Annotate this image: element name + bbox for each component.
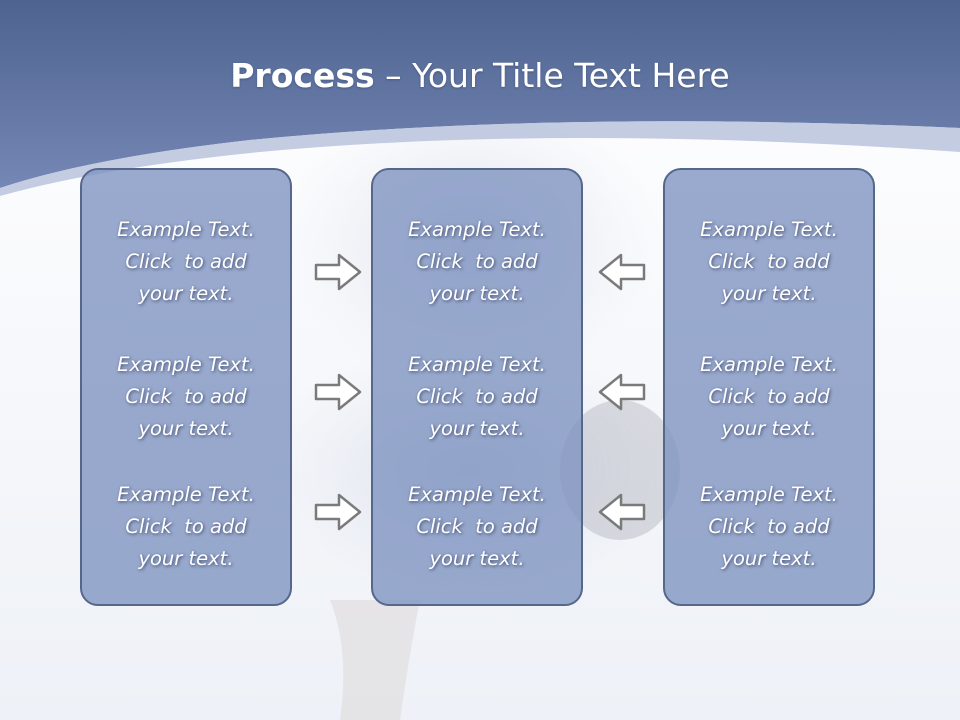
text-line: Click to add — [708, 250, 830, 273]
arrow-right-icon — [314, 373, 362, 411]
text-line: Click to add — [125, 515, 247, 538]
title-bold: Process — [230, 56, 375, 95]
text-line: Example Text. — [117, 483, 255, 506]
text-block[interactable]: Example Text. Click to add your text. — [373, 479, 581, 575]
text-block[interactable]: Example Text. Click to add your text. — [373, 214, 581, 310]
text-line: Click to add — [416, 515, 538, 538]
text-block[interactable]: Example Text. Click to add your text. — [82, 214, 290, 310]
text-line: Click to add — [125, 385, 247, 408]
text-line: your text. — [429, 282, 525, 305]
text-line: Example Text. — [408, 483, 546, 506]
arrow-left-icon — [598, 493, 646, 531]
text-block[interactable]: Example Text. Click to add your text. — [665, 349, 873, 445]
process-panel-right[interactable]: Example Text. Click to add your text. Ex… — [663, 168, 875, 606]
text-line: Example Text. — [700, 483, 838, 506]
text-line: your text. — [721, 547, 817, 570]
text-line: your text. — [138, 547, 234, 570]
arrow-left-icon — [598, 253, 646, 291]
text-line: Example Text. — [408, 353, 546, 376]
text-line: Click to add — [708, 385, 830, 408]
arrow-right-icon — [314, 253, 362, 291]
process-panel-middle[interactable]: Example Text. Click to add your text. Ex… — [371, 168, 583, 606]
text-block[interactable]: Example Text. Click to add your text. — [665, 214, 873, 310]
text-line: Click to add — [125, 250, 247, 273]
header-swoosh — [0, 121, 960, 196]
text-line: Example Text. — [117, 353, 255, 376]
title-rest: – Your Title Text Here — [374, 56, 730, 95]
text-line: Click to add — [708, 515, 830, 538]
text-line: Example Text. — [408, 218, 546, 241]
text-line: Click to add — [416, 250, 538, 273]
header-band — [0, 0, 960, 188]
text-line: Example Text. — [700, 353, 838, 376]
text-line: your text. — [138, 417, 234, 440]
text-block[interactable]: Example Text. Click to add your text. — [665, 479, 873, 575]
text-line: Example Text. — [117, 218, 255, 241]
text-line: your text. — [721, 417, 817, 440]
text-block[interactable]: Example Text. Click to add your text. — [373, 349, 581, 445]
text-line: your text. — [721, 282, 817, 305]
text-block[interactable]: Example Text. Click to add your text. — [82, 479, 290, 575]
text-line: your text. — [429, 547, 525, 570]
text-line: your text. — [138, 282, 234, 305]
text-line: Example Text. — [700, 218, 838, 241]
process-panel-left[interactable]: Example Text. Click to add your text. Ex… — [80, 168, 292, 606]
arrow-left-icon — [598, 373, 646, 411]
text-block[interactable]: Example Text. Click to add your text. — [82, 349, 290, 445]
arrow-right-icon — [314, 493, 362, 531]
text-line: your text. — [429, 417, 525, 440]
text-line: Click to add — [416, 385, 538, 408]
page-title: Process – Your Title Text Here — [0, 52, 960, 100]
